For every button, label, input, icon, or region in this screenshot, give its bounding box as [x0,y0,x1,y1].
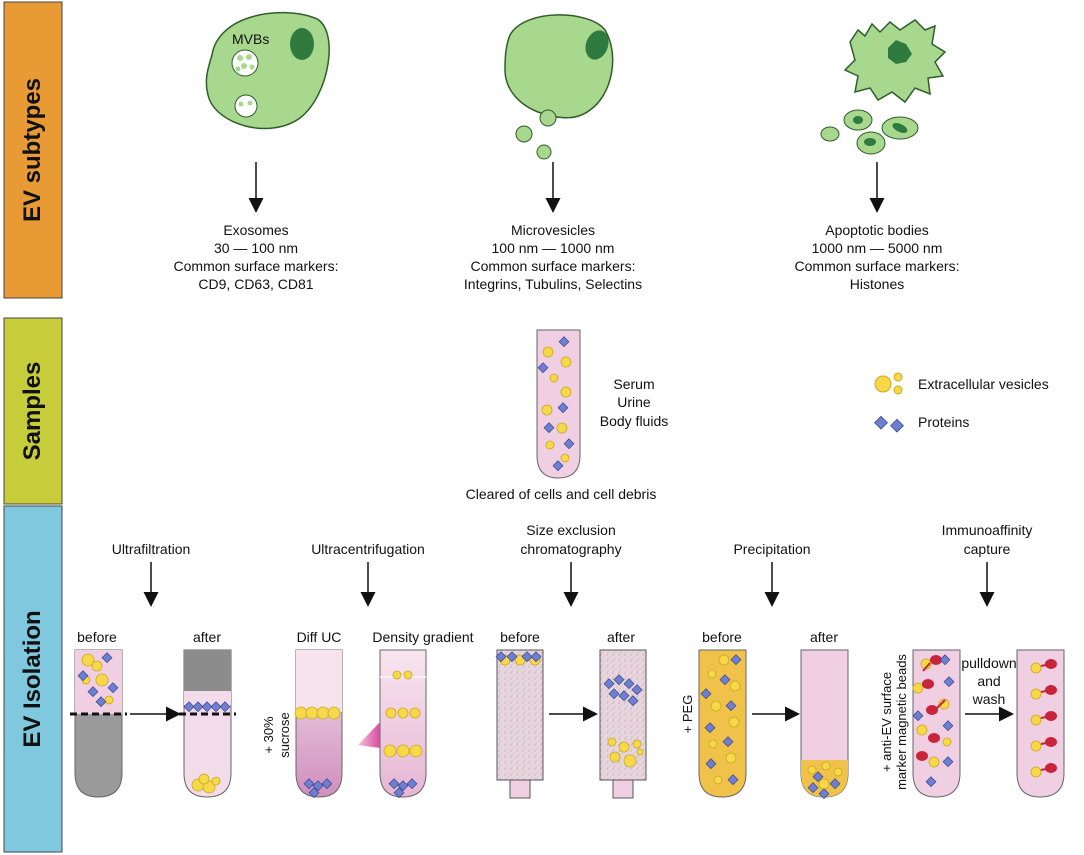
apoptotic-description: Apoptotic bodies 1000 nm — 5000 nm Commo… [795,222,960,292]
svg-text:Common surface markers:: Common surface markers: [795,258,960,274]
pulldown-label: pulldown and wash [961,655,1016,707]
label-ev-isolation: EV Isolation [19,610,46,747]
band-ev-isolation: EV Isolation [3,505,63,853]
microvesicle-cell [504,14,614,160]
svg-text:Density gradient: Density gradient [372,629,473,645]
sample-tube [536,329,581,479]
svg-text:Microvesicles: Microvesicles [511,222,595,238]
diff-uc-tube: Diff UC [294,629,343,799]
nucleus-icon [585,30,609,60]
label-samples: Samples [19,362,46,461]
sucrose-label-1: + 30% [261,716,276,754]
microvesicles-description: Microvesicles 100 nm — 1000 nm Common su… [464,222,642,292]
svg-text:after: after [193,629,221,645]
svg-text:wash: wash [972,691,1006,707]
label-ev-subtypes: EV subtypes [19,78,46,222]
legend-proteins: Proteins [918,414,969,430]
svg-text:100 nm — 1000 nm: 100 nm — 1000 nm [492,240,615,256]
svg-text:Exosomes: Exosomes [223,222,288,238]
beads-label-1: + anti-EV surface [879,672,894,772]
exosomes-description: Exosomes 30 — 100 nm Common surface mark… [174,222,339,292]
protein-icon [874,415,888,430]
method-precipitation: Precipitation [733,541,810,557]
sec-after-column: after [599,629,647,799]
method-ultrafiltration: Ultrafiltration [112,541,191,557]
svg-text:before: before [77,629,117,645]
mvbs-label: MVBs [232,31,269,47]
svg-text:after: after [607,629,635,645]
svg-text:Common surface markers:: Common surface markers: [471,258,636,274]
exosome-cell: MVBs [205,11,330,130]
cleared-label: Cleared of cells and cell debris [466,486,657,502]
svg-text:Serum: Serum [613,376,654,392]
ultrafiltration-before-tube: before [70,629,127,798]
svg-text:Body fluids: Body fluids [600,413,668,429]
legend: Extracellular vesicles Proteins [874,372,1049,433]
density-gradient-tube: Density gradient [358,629,474,799]
svg-text:Histones: Histones [850,276,904,292]
method-ultracentrifugation: Ultracentrifugation [311,541,425,557]
svg-text:before: before [702,629,742,645]
nucleus-icon [888,40,912,64]
beads-label-2: marker magnetic beads [894,654,909,790]
svg-text:CD9, CD63, CD81: CD9, CD63, CD81 [198,276,313,292]
sample-fluids: Serum Urine Body fluids [600,376,668,429]
precipitation-after-tube: after [800,629,849,800]
mvb-icon [231,49,259,77]
svg-text:after: after [810,629,838,645]
immuno-before-tube [912,649,961,798]
vesicle-icon [874,375,892,393]
svg-text:Urine: Urine [617,394,651,410]
sec-before-column: before [495,629,544,799]
gradient-wedge-icon [358,722,380,748]
svg-text:pulldown: pulldown [961,655,1016,671]
svg-text:before: before [500,629,540,645]
method-sec-line2: chromatography [520,541,621,557]
method-immuno-line2: capture [964,541,1011,557]
svg-text:and: and [977,673,1000,689]
svg-text:Common surface markers:: Common surface markers: [174,258,339,274]
band-samples: Samples [3,317,63,505]
sucrose-label-2: sucrose [277,712,292,758]
apoptotic-cell [820,19,947,155]
svg-text:1000 nm — 5000 nm: 1000 nm — 5000 nm [812,240,943,256]
peg-label: + PEG [680,695,695,734]
method-sec-line1: Size exclusion [526,522,616,538]
immuno-after-tube [1016,649,1065,798]
band-ev-subtypes: EV subtypes [3,1,63,299]
svg-text:Integrins, Tubulins, Selectins: Integrins, Tubulins, Selectins [464,276,642,292]
method-immuno-line1: Immunoaffinity [942,522,1033,538]
legend-vesicles: Extracellular vesicles [918,376,1049,392]
svg-text:30 — 100 nm: 30 — 100 nm [214,240,298,256]
svg-text:Apoptotic bodies: Apoptotic bodies [825,222,929,238]
precipitation-before-tube: before [698,629,747,798]
nucleus-icon [290,28,314,60]
ultrafiltration-after-tube: after [179,629,236,798]
svg-text:Diff UC: Diff UC [297,629,342,645]
